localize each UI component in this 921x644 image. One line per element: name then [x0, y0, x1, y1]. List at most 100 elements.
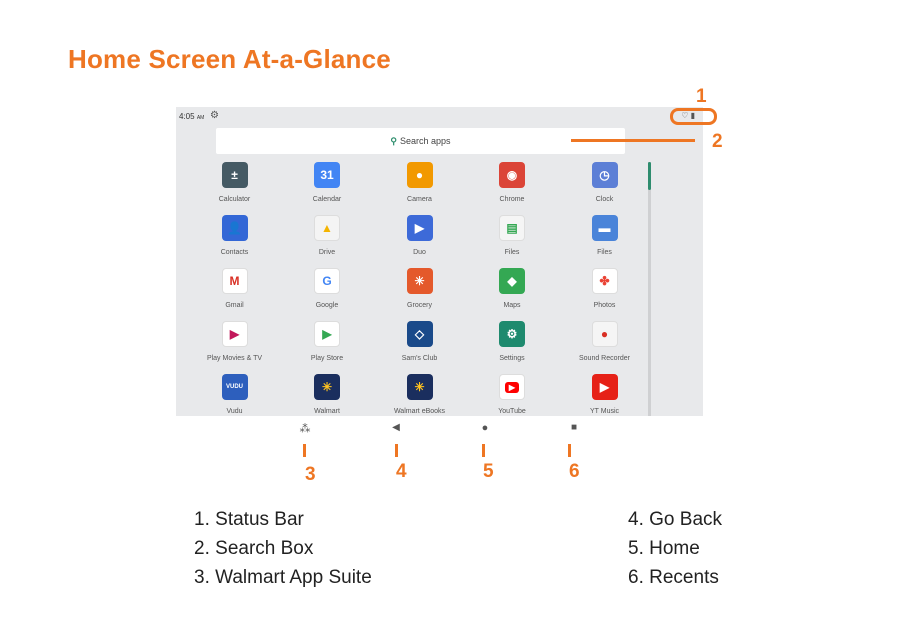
app-folder[interactable]: ▬Files	[558, 215, 651, 256]
app-label: Gmail	[225, 302, 244, 309]
callout-1: 1	[696, 86, 707, 107]
settings-icon: ⚙	[499, 321, 525, 347]
gmail-icon: M	[221, 268, 248, 294]
app-settings[interactable]: ⚙ Settings	[466, 321, 559, 362]
status-bar: 4:05 AM ⚙ ♡ ▮	[176, 107, 703, 127]
back-button[interactable]: ◀	[392, 422, 400, 433]
youtube-icon: ▶	[499, 374, 525, 400]
app-label: Walmart	[314, 408, 340, 415]
app-label: YT Music	[589, 408, 620, 415]
status-bar-highlight	[670, 108, 717, 125]
scrollbar-track[interactable]	[648, 162, 651, 417]
search-box[interactable]: ⚲Search apps	[216, 128, 625, 154]
app-drive[interactable]: ▲Drive	[281, 215, 374, 256]
app-files[interactable]: ▤Files	[466, 215, 559, 256]
scrollbar-thumb[interactable]	[648, 162, 651, 190]
app-chrome[interactable]: ◉ Chrome	[466, 162, 559, 203]
legend-text: Walmart App Suite	[215, 567, 372, 588]
app-play-store[interactable]: ▶Play Store	[281, 321, 374, 362]
legend-text: Go Back	[649, 509, 723, 530]
app-youtube[interactable]: ▶ YouTube	[466, 374, 559, 415]
app-label: Maps	[503, 302, 521, 309]
recents-button[interactable]: ■	[570, 422, 578, 433]
app-label: Grocery	[407, 302, 432, 309]
yt-music-icon: ▶	[591, 374, 618, 400]
app-label: Sound Recorder	[579, 355, 630, 362]
legend-right: 4. Go Back 5. Home 6. Recents	[628, 505, 722, 592]
legend-text: Status Bar	[215, 509, 304, 530]
sound-recorder-icon: ●	[591, 321, 618, 347]
app-calculator[interactable]: ±Calculator	[188, 162, 281, 203]
app-duo[interactable]: ▶ Duo	[373, 215, 466, 256]
app-label: Calculator	[218, 196, 251, 203]
app-label: Clock	[595, 196, 614, 203]
photos-icon: ✤	[591, 268, 618, 294]
legend-num: 3.	[194, 567, 210, 588]
app-walmart-ebooks[interactable]: ✳Walmart eBooks	[373, 374, 466, 415]
files-icon: ▤	[499, 215, 525, 241]
calendar-icon: 31	[314, 162, 340, 188]
app-label: Camera	[407, 196, 432, 203]
app-label: Settings	[499, 355, 525, 362]
legend-item-4: 4. Go Back	[628, 505, 722, 534]
app-gmail[interactable]: M Gmail	[188, 268, 281, 309]
apps-nav-icon[interactable]: ⁂	[299, 423, 311, 435]
app-label: Vudu	[226, 408, 243, 415]
app-walmart[interactable]: ✳ Walmart	[281, 374, 374, 415]
status-time: 4:05 AM	[179, 112, 204, 121]
home-button[interactable]: ●	[481, 422, 489, 434]
contacts-icon: 👤	[221, 215, 248, 241]
app-play-movies[interactable]: ▶ Play Movies & TV	[188, 321, 281, 362]
play-store-icon: ▶	[314, 321, 340, 347]
app-contacts[interactable]: 👤 Contacts	[188, 215, 281, 256]
app-sams-club[interactable]: ◇ Sam's Club	[373, 321, 466, 362]
drive-icon: ▲	[314, 215, 340, 241]
app-label: Contacts	[220, 249, 249, 256]
legend-item-3: 3. Walmart App Suite	[194, 563, 372, 592]
status-time-value: 4:05	[179, 112, 195, 121]
app-label: Play Movies & TV	[206, 355, 263, 362]
gear-icon: ⚙	[210, 110, 219, 121]
app-camera[interactable]: ● Camera	[373, 162, 466, 203]
app-sound-recorder[interactable]: ● Sound Recorder	[558, 321, 651, 362]
app-clock[interactable]: ◷ Clock	[558, 162, 651, 203]
clock-icon: ◷	[591, 162, 618, 188]
camera-icon: ●	[406, 162, 433, 188]
legend-text: Recents	[649, 567, 719, 588]
app-maps[interactable]: ◆ Maps	[466, 268, 559, 309]
callout-line-2	[571, 139, 695, 142]
walmart-ebooks-icon: ✳	[406, 374, 433, 400]
callout-3: 3	[305, 464, 316, 485]
chrome-icon: ◉	[499, 162, 525, 188]
callout-6: 6	[569, 461, 580, 482]
callout-line-4	[395, 444, 398, 457]
walmart-icon: ✳	[314, 374, 340, 400]
app-grocery[interactable]: ✳ Grocery	[373, 268, 466, 309]
callout-4: 4	[396, 461, 407, 482]
app-label: YouTube	[498, 408, 526, 415]
callout-2: 2	[712, 131, 723, 152]
legend-num: 2.	[194, 538, 210, 559]
app-photos[interactable]: ✤Photos	[558, 268, 651, 309]
app-label: Calendar	[312, 196, 342, 203]
app-label: Chrome	[499, 196, 525, 203]
legend-item-6: 6. Recents	[628, 563, 722, 592]
legend-num: 6.	[628, 567, 644, 588]
maps-icon: ◆	[499, 268, 525, 294]
app-label: Google	[315, 302, 339, 309]
app-yt-music[interactable]: ▶ YT Music	[558, 374, 651, 415]
status-ampm: AM	[196, 115, 205, 121]
grocery-icon: ✳	[406, 268, 433, 294]
play-movies-icon: ▶	[221, 321, 248, 347]
search-label: Search apps	[400, 136, 451, 146]
duo-icon: ▶	[406, 215, 433, 241]
app-label: Sam's Club	[401, 355, 438, 362]
sams-club-icon: ◇	[406, 321, 433, 347]
search-icon: ⚲	[390, 136, 398, 146]
navigation-bar: ⁂ ◀ ● ■	[176, 416, 703, 440]
app-label: Duo	[413, 249, 426, 256]
